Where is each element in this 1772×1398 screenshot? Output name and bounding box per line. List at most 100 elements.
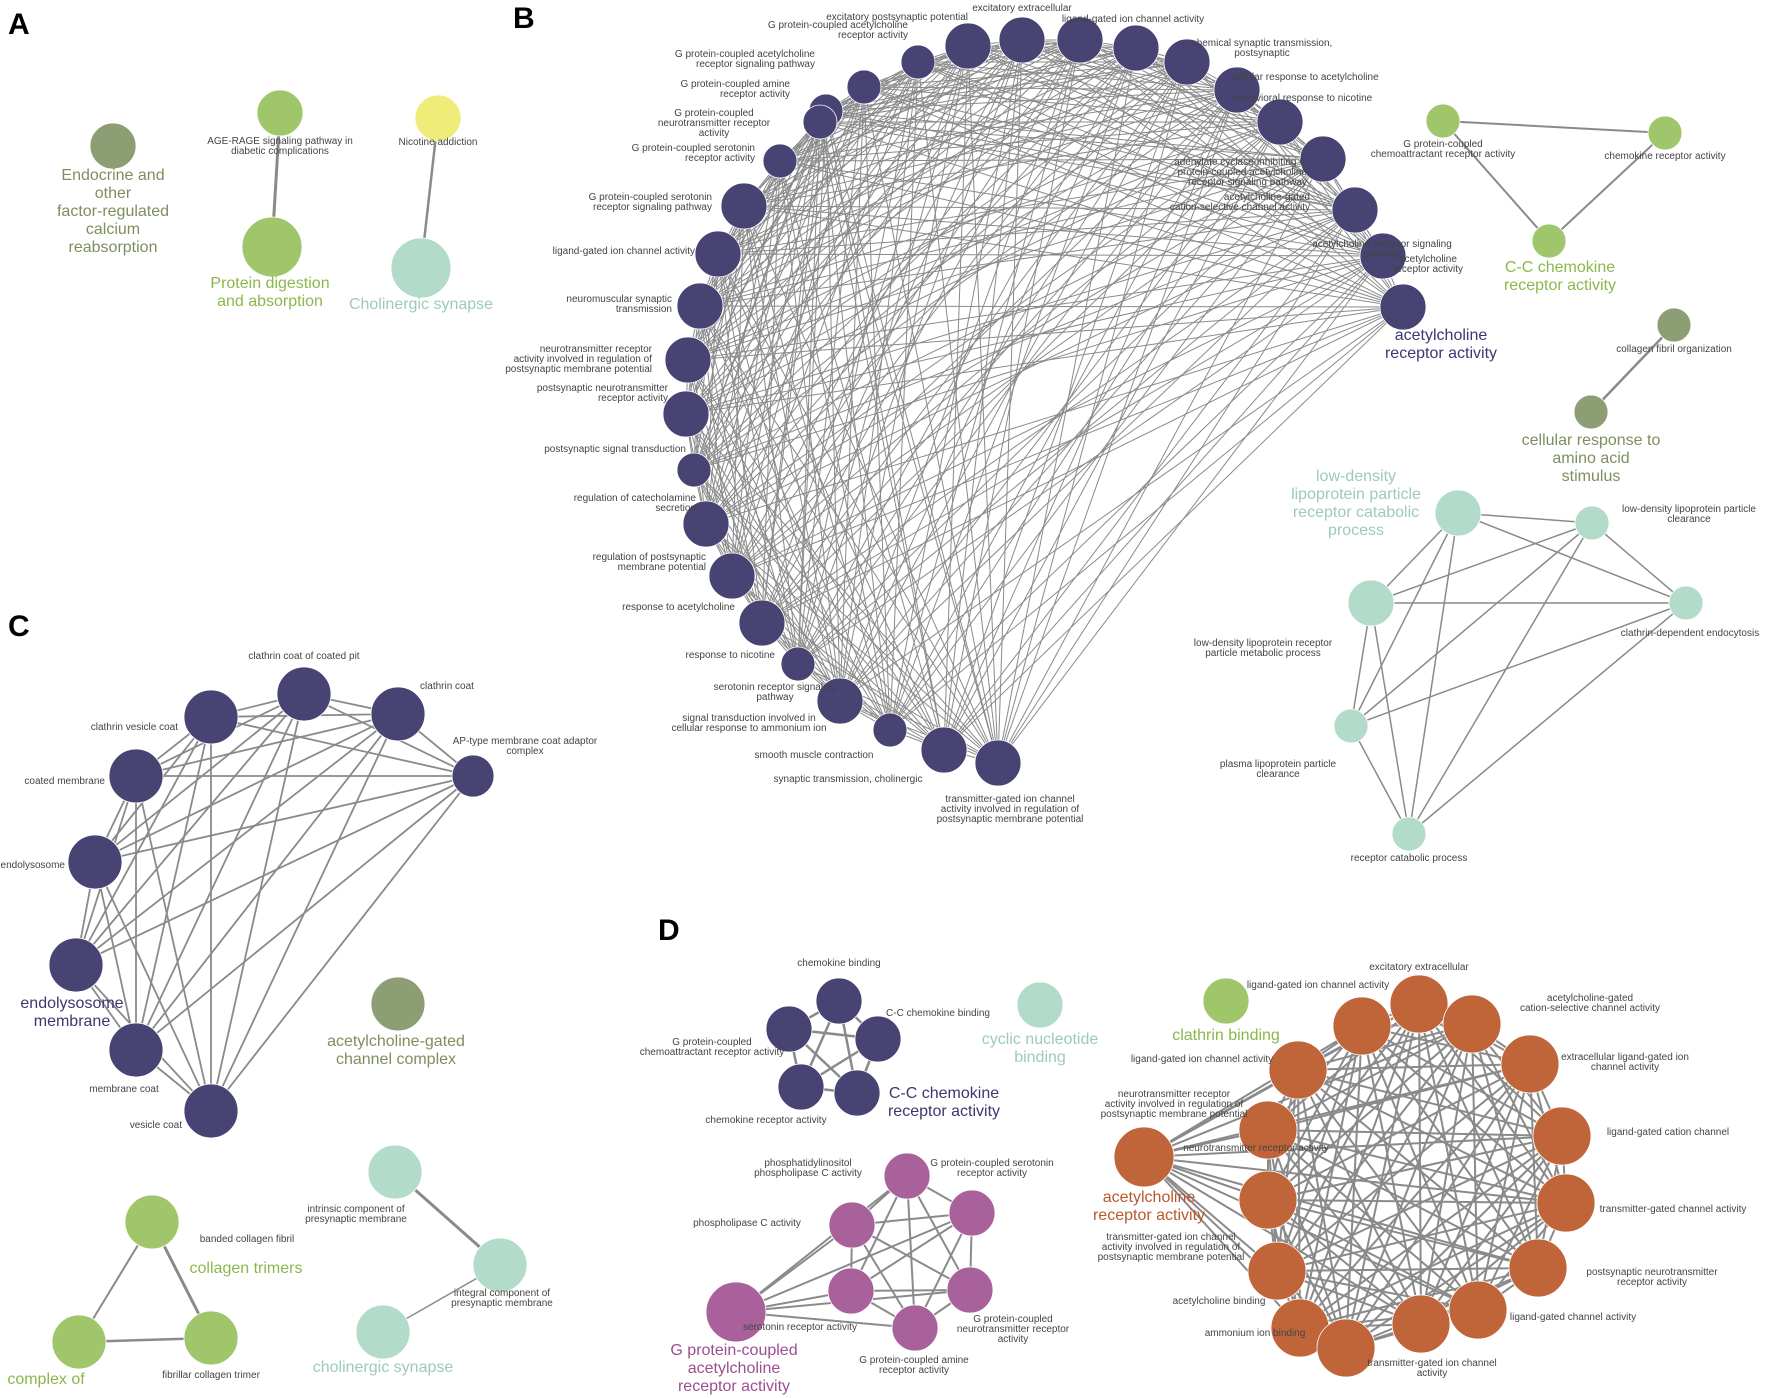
edge-b9-b-pst (693, 158, 1324, 471)
edge-d-o4-d-o5 (1297, 1063, 1531, 1071)
edge-b-ldl2-b-ldl3 (1370, 522, 1593, 604)
label-line: diabetic complications (231, 146, 329, 157)
node-b-ntr (664, 336, 712, 384)
label-line: postsynaptic signal transduction (544, 444, 686, 455)
edge-b8-b-rpm (731, 121, 1281, 577)
label-line: clathrin coat (420, 681, 474, 692)
label-line: serotonin receptor signaling (714, 682, 837, 693)
label-b6: cellular response to acetylcholine (1231, 72, 1379, 83)
label-c-coltxt: collagen trimers (190, 1260, 303, 1277)
label-line: excitatory extracellular (972, 3, 1072, 14)
edge-c3-c8 (135, 713, 399, 1051)
edge-d-o3-d-o13 (1299, 1023, 1473, 1329)
node-b1 (900, 44, 936, 80)
edge-b12-b-neu (699, 305, 1404, 308)
label-line: G protein-coupled amine (859, 1355, 969, 1366)
label-line: postsynaptic membrane potential (1101, 1109, 1248, 1120)
edge-b-ser-b-smc (779, 160, 945, 751)
node-b10 (1331, 186, 1379, 234)
edge-b3-b-pst (693, 39, 1023, 471)
label-line: neurotransmitter receptor (540, 344, 653, 355)
edge-d-o9-d-o13 (1299, 1202, 1567, 1329)
label-d-o1: excitatory extracellular (1369, 962, 1469, 973)
label-line: cellular response to acetylcholine (1231, 72, 1379, 83)
node-d-o5 (1500, 1034, 1560, 1094)
edge-b9-b12 (1322, 158, 1404, 308)
node-c9 (183, 1083, 239, 1139)
node-d-o9 (1536, 1173, 1596, 1233)
node-c1 (276, 666, 332, 722)
label-line: other (95, 185, 132, 202)
edge-b12-b-amm (889, 306, 1404, 731)
panel-label-c: C (8, 610, 30, 643)
label-line: low-density lipoprotein receptor (1194, 638, 1333, 649)
label-line: C-C chemokine (889, 1085, 999, 1102)
node-b-pst (676, 452, 712, 488)
label-d-o4: ligand-gated ion channel activity (1131, 1054, 1273, 1065)
node-b-ldl6 (1391, 816, 1427, 852)
edge-d-o8-d-o12 (1267, 1199, 1539, 1269)
edge-b4-b-ssig (839, 39, 1081, 702)
edge-b-ldl5-b-ldl6 (1350, 725, 1410, 835)
label-line: acetylcholine-gated (327, 1033, 465, 1050)
node-b-gpcn (802, 104, 838, 140)
node-b-neu (676, 282, 724, 330)
node-b-rpm (708, 552, 756, 600)
label-line: chemokine receptor activity (1604, 151, 1725, 162)
edge-b10-b-pst (693, 209, 1356, 471)
edge-d-p2-d-p7 (735, 1212, 973, 1313)
label-line: receptor signaling pathway (593, 202, 712, 213)
label-c-col3: fibrillar collagen trimer (162, 1370, 260, 1381)
edge-b9-b-syn (997, 158, 1324, 764)
label-line: receptor catabolic (1293, 504, 1419, 521)
edge-b7-b-pst (693, 89, 1238, 471)
node-d-o6 (1238, 1100, 1298, 1160)
label-line: cellular response to (1522, 432, 1661, 449)
edge-b4-b-smc (943, 39, 1081, 751)
node-d-o14 (1448, 1280, 1508, 1340)
node-b8 (1256, 98, 1304, 146)
edge-b10-b-gpcn (819, 121, 1356, 211)
edge-d-o9-d-o10 (1143, 1156, 1567, 1204)
node-d-o11 (1247, 1241, 1307, 1301)
node-c8 (108, 1022, 164, 1078)
edge-b9-b-cat (705, 158, 1324, 525)
edge-d-o9-d-o11 (1276, 1202, 1567, 1272)
label-line: ligand-gated channel activity (1510, 1312, 1636, 1323)
label-b3: excitatory extracellular (972, 3, 1072, 14)
node-b-ldl3 (1347, 579, 1395, 627)
label-d1: chemokine binding (797, 958, 880, 969)
edge-b-amine-b-ssig (825, 110, 841, 702)
edge-b12-b-sers (743, 205, 1404, 308)
label-d4: chemokine receptor activity (705, 1115, 826, 1126)
edge-b-gcha-b-cc (1442, 120, 1550, 242)
edge-b10-b-rach (761, 209, 1356, 624)
edge-b11-b-smc (943, 255, 1384, 751)
label-line: receptor activity (879, 1365, 949, 1376)
label-line: complex (506, 746, 543, 757)
label-line: low-density (1316, 468, 1396, 485)
panel-label-d: D (658, 914, 680, 947)
label-line: smooth muscle contraction (755, 750, 874, 761)
node-b-ldl1 (1434, 489, 1482, 537)
edge-b-amine-b-rnic (797, 110, 827, 665)
edge-b10-b-gpcs (863, 86, 1356, 211)
edge-c1-c9 (210, 693, 305, 1112)
edge-b5-b-neu (699, 47, 1137, 307)
edge-d-o8-d-o9 (1267, 1199, 1567, 1204)
node-a-endo (89, 122, 137, 170)
edge-b-gpcs-b-cat (705, 86, 865, 525)
node-b-sers (720, 182, 768, 230)
label-line: receptor activity (1385, 345, 1497, 362)
edge-b3-b-amm (889, 39, 1023, 731)
